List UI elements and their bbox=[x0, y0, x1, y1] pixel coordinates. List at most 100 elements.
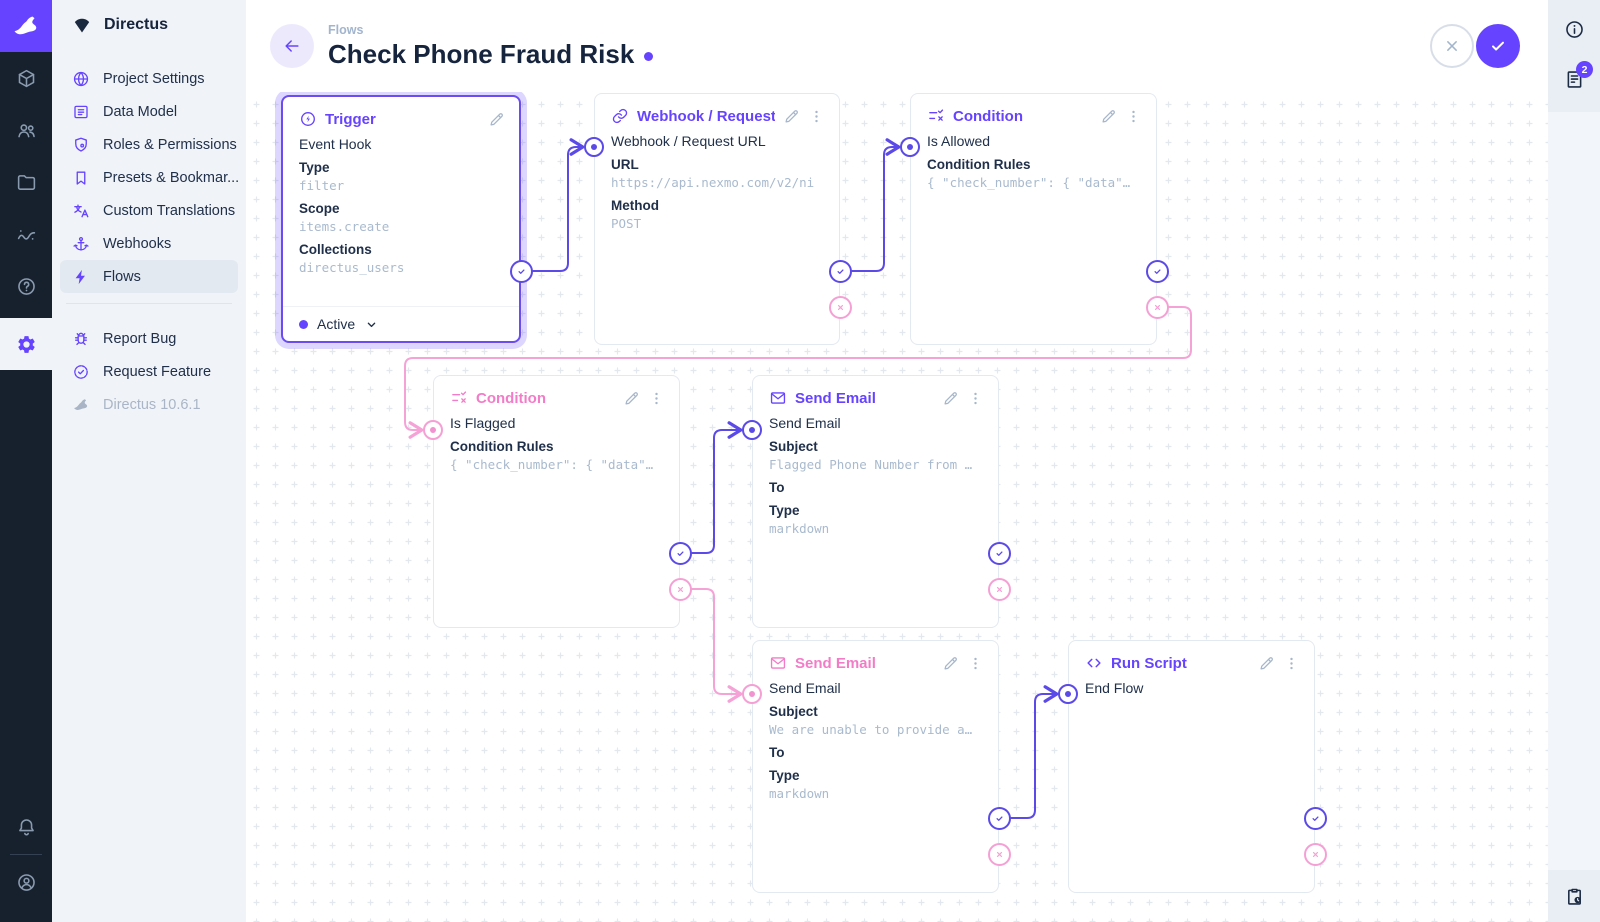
resolve-connector[interactable] bbox=[987, 806, 1011, 830]
chevron-down-icon bbox=[364, 317, 379, 332]
kebab-menu-icon[interactable] bbox=[648, 390, 665, 407]
resolve-connector[interactable] bbox=[987, 541, 1011, 565]
resolve-connector[interactable] bbox=[1145, 259, 1169, 283]
edit-pencil-icon[interactable] bbox=[942, 390, 959, 407]
node-title: Webhook / Request URL bbox=[637, 107, 775, 125]
field-value: https://api.nexmo.com/v2/ni bbox=[611, 175, 815, 190]
resolve-connector[interactable] bbox=[1303, 806, 1327, 830]
node-title: Send Email bbox=[795, 389, 876, 407]
node-field: Collections directus_users bbox=[299, 242, 503, 275]
reject-connector[interactable] bbox=[828, 295, 852, 319]
module-bar-bottom-divider bbox=[10, 854, 42, 855]
back-button[interactable] bbox=[270, 24, 314, 68]
save-button[interactable] bbox=[1476, 24, 1520, 68]
project-row[interactable]: Directus bbox=[52, 0, 246, 50]
input-connector[interactable] bbox=[900, 137, 920, 157]
input-connector[interactable] bbox=[423, 420, 443, 440]
input-connector[interactable] bbox=[742, 684, 762, 704]
mail-icon bbox=[769, 389, 787, 407]
rail-item-info[interactable] bbox=[1548, 4, 1600, 54]
module-item-insights[interactable] bbox=[0, 208, 52, 260]
sidebar-item-presets-bookmar[interactable]: Presets & Bookmar... bbox=[60, 161, 238, 194]
sidebar-item-roles-permissions[interactable]: Roles & Permissions bbox=[60, 128, 238, 161]
reject-connector[interactable] bbox=[1145, 295, 1169, 319]
flow-status-dropdown[interactable]: Active bbox=[283, 306, 519, 341]
kebab-menu-icon[interactable] bbox=[808, 108, 825, 125]
rail-item-notices[interactable]: 2 bbox=[1548, 54, 1600, 104]
input-connector[interactable] bbox=[742, 420, 762, 440]
module-item-settings[interactable] bbox=[0, 318, 52, 370]
module-item-docs[interactable] bbox=[0, 260, 52, 312]
edit-pencil-icon[interactable] bbox=[783, 108, 800, 125]
condition-icon bbox=[927, 107, 945, 125]
flow-node-webhook[interactable]: Webhook / Request URL Webhook / Request … bbox=[594, 93, 840, 345]
reject-connector[interactable] bbox=[987, 577, 1011, 601]
module-item-users[interactable] bbox=[0, 104, 52, 156]
node-operation-name: Send Email bbox=[769, 415, 841, 431]
field-value: { "check_number": { "data"… bbox=[927, 175, 1131, 190]
edit-pencil-icon[interactable] bbox=[488, 111, 505, 128]
sidebar-item-report-bug[interactable]: Report Bug bbox=[60, 322, 238, 355]
kebab-menu-icon[interactable] bbox=[1125, 108, 1142, 125]
reject-connector[interactable] bbox=[987, 842, 1011, 866]
edit-pencil-icon[interactable] bbox=[1258, 655, 1275, 672]
directus-rabbit-logo-icon bbox=[11, 11, 41, 41]
field-label: Condition Rules bbox=[927, 157, 1031, 172]
node-field: To bbox=[769, 745, 982, 760]
users-icon bbox=[16, 120, 37, 141]
input-connector[interactable] bbox=[1058, 684, 1078, 704]
node-field: Condition Rules{ "check_number": { "data… bbox=[450, 439, 663, 472]
node-field: Condition Rules { "check_number": { "data… bbox=[927, 157, 1140, 190]
resolve-connector[interactable] bbox=[828, 259, 852, 283]
node-operation-name: Webhook / Request URL bbox=[611, 133, 766, 149]
kebab-menu-icon[interactable] bbox=[967, 655, 984, 672]
resolve-connector[interactable] bbox=[668, 541, 692, 565]
field-value: markdown bbox=[769, 786, 830, 801]
cancel-button[interactable] bbox=[1430, 24, 1474, 68]
project-title: Directus bbox=[104, 16, 169, 33]
kebab-menu-icon[interactable] bbox=[967, 390, 984, 407]
node-title: Send Email bbox=[795, 654, 876, 672]
edit-pencil-icon[interactable] bbox=[1100, 108, 1117, 125]
flow-node-runscript[interactable]: Run Script End Flow bbox=[1068, 640, 1315, 893]
field-label: Collections bbox=[299, 242, 372, 257]
sidebar-item-custom-translations[interactable]: Custom Translations bbox=[60, 194, 238, 227]
node-field: To bbox=[769, 480, 982, 495]
input-connector[interactable] bbox=[584, 137, 604, 157]
reject-connector[interactable] bbox=[668, 577, 692, 601]
module-item-content[interactable] bbox=[0, 52, 52, 104]
field-value: directus_users bbox=[299, 260, 405, 275]
sidebar-item-flows[interactable]: Flows bbox=[60, 260, 238, 293]
sidebar-item-data-model[interactable]: Data Model bbox=[60, 95, 238, 128]
sidebar-item-webhooks[interactable]: Webhooks bbox=[60, 227, 238, 260]
field-label: Scope bbox=[299, 201, 340, 216]
sidebar-item-project-settings[interactable]: Project Settings bbox=[60, 62, 238, 95]
resolve-connector[interactable] bbox=[509, 259, 533, 283]
kebab-menu-icon[interactable] bbox=[1283, 655, 1300, 672]
reject-connector[interactable] bbox=[1303, 842, 1327, 866]
module-item-files[interactable] bbox=[0, 156, 52, 208]
edit-pencil-icon[interactable] bbox=[623, 390, 640, 407]
module-item-account[interactable] bbox=[0, 856, 52, 908]
box-icon bbox=[16, 68, 37, 89]
node-operation-name: End Flow bbox=[1085, 680, 1144, 696]
sidebar-item-request-feature[interactable]: Request Feature bbox=[60, 355, 238, 388]
rail-item-activity[interactable] bbox=[1548, 871, 1600, 921]
node-title: Trigger bbox=[325, 110, 376, 128]
arrow-left-icon bbox=[282, 36, 302, 56]
seal-check-icon bbox=[72, 363, 90, 381]
edit-pencil-icon[interactable] bbox=[942, 655, 959, 672]
directus-logo[interactable] bbox=[0, 0, 52, 52]
module-item-notifications[interactable] bbox=[0, 801, 52, 853]
